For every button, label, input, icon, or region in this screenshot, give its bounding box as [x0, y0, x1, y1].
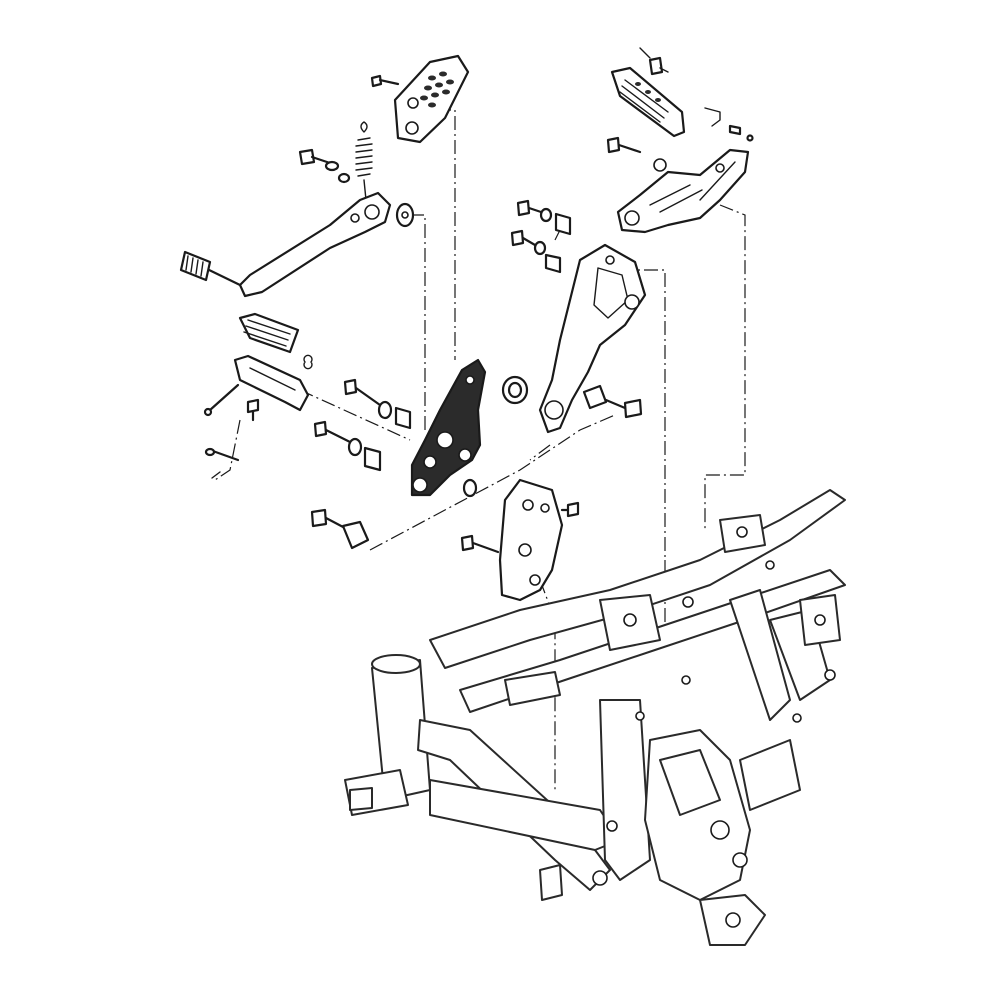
rider-footrest-icon: [203, 312, 313, 479]
passenger-footrest-icon: [610, 47, 754, 142]
passenger-bracket-icon: [606, 136, 750, 234]
frame-icon: [344, 489, 846, 946]
mounting-plate-icon: [310, 478, 580, 602]
footrest-bracket-icon: [313, 358, 487, 498]
heel-guard-icon: [370, 54, 470, 144]
rear-brake-bracket-icon: [501, 199, 647, 434]
shift-lever-icon: [179, 148, 415, 298]
return-spring-icon: [355, 121, 373, 201]
